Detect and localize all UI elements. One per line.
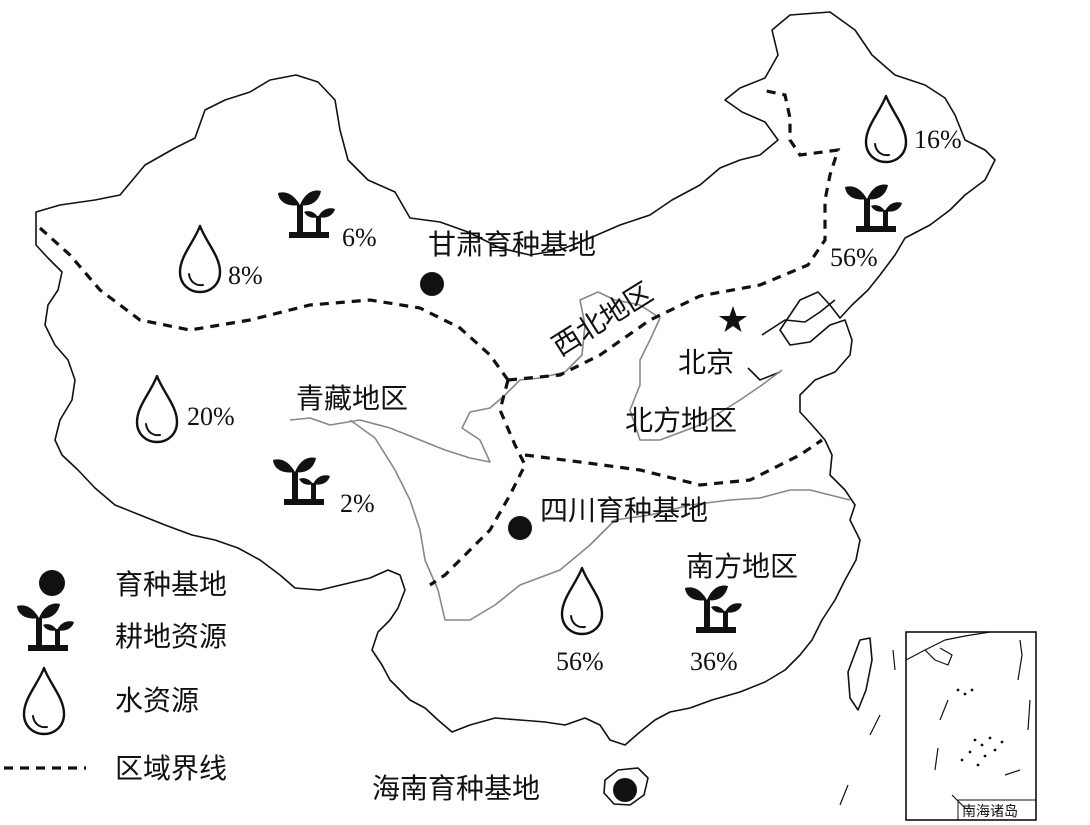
qingzang-water-icon xyxy=(135,374,179,444)
sichuan-base-dot-icon xyxy=(508,516,532,540)
south-water-icon xyxy=(560,566,604,636)
gansu-base-dot-icon xyxy=(420,272,444,296)
sichuan-base-label: 四川育种基地 xyxy=(540,495,708,527)
north-water-icon xyxy=(864,94,908,164)
qingzang-farmland-icon xyxy=(273,457,330,505)
legend-label-boundary: 区域界线 xyxy=(115,753,227,785)
qingzang-region-label: 青藏地区 xyxy=(296,383,408,415)
yellow-river xyxy=(289,291,783,463)
beijing-label: 北京 xyxy=(678,347,734,379)
legend-label-farmland: 耕地资源 xyxy=(115,621,227,653)
north-region-label: 北方地区 xyxy=(625,405,737,437)
south-water-pct: 56% xyxy=(556,647,604,676)
legend-label-breeding: 育种基地 xyxy=(115,569,227,601)
northwest-farmland-icon xyxy=(278,190,335,238)
south-farmland-icon xyxy=(685,585,742,633)
northwest-water-icon xyxy=(178,224,222,294)
region-boundary-nw-n xyxy=(507,88,841,382)
region-boundary-n-s xyxy=(524,438,823,487)
north-water-pct: 16% xyxy=(914,125,962,154)
hainan-base-label: 海南育种基地 xyxy=(372,773,540,805)
taiwan-island xyxy=(847,637,873,711)
gansu-base-label: 甘肃育种基地 xyxy=(428,229,596,261)
qingzang-water-pct: 20% xyxy=(187,402,235,431)
beijing-star-icon xyxy=(719,306,747,332)
qingzang-farmland-pct: 2% xyxy=(340,489,375,518)
region-boundary-nw-qz xyxy=(38,226,510,381)
hainan-island xyxy=(603,767,649,806)
legend-dot-icon xyxy=(39,570,65,596)
legend-seedling-icon xyxy=(17,603,74,651)
south-region-label: 南方地区 xyxy=(686,551,798,583)
bohai-coast xyxy=(747,299,836,381)
northwest-farmland-pct: 6% xyxy=(342,223,377,252)
yangtze-river xyxy=(349,419,851,621)
legend-label-water: 水资源 xyxy=(115,685,199,717)
legend-water-drop-icon xyxy=(22,666,66,736)
legend: 育种基地 耕地资源 水资源 区域界线 xyxy=(4,569,227,785)
south-sea-inset-label: 南海诸岛 xyxy=(962,804,1018,820)
hainan-base-dot-icon xyxy=(613,778,637,802)
china-outline xyxy=(35,11,996,746)
south-farmland-pct: 36% xyxy=(690,647,738,676)
north-farmland-pct: 56% xyxy=(830,243,878,272)
northwest-region-label: 西北地区 xyxy=(547,276,659,362)
north-farmland-icon xyxy=(845,184,902,232)
northwest-water-pct: 8% xyxy=(228,261,263,290)
south-sea-inset: 南海诸岛 xyxy=(905,631,1037,821)
